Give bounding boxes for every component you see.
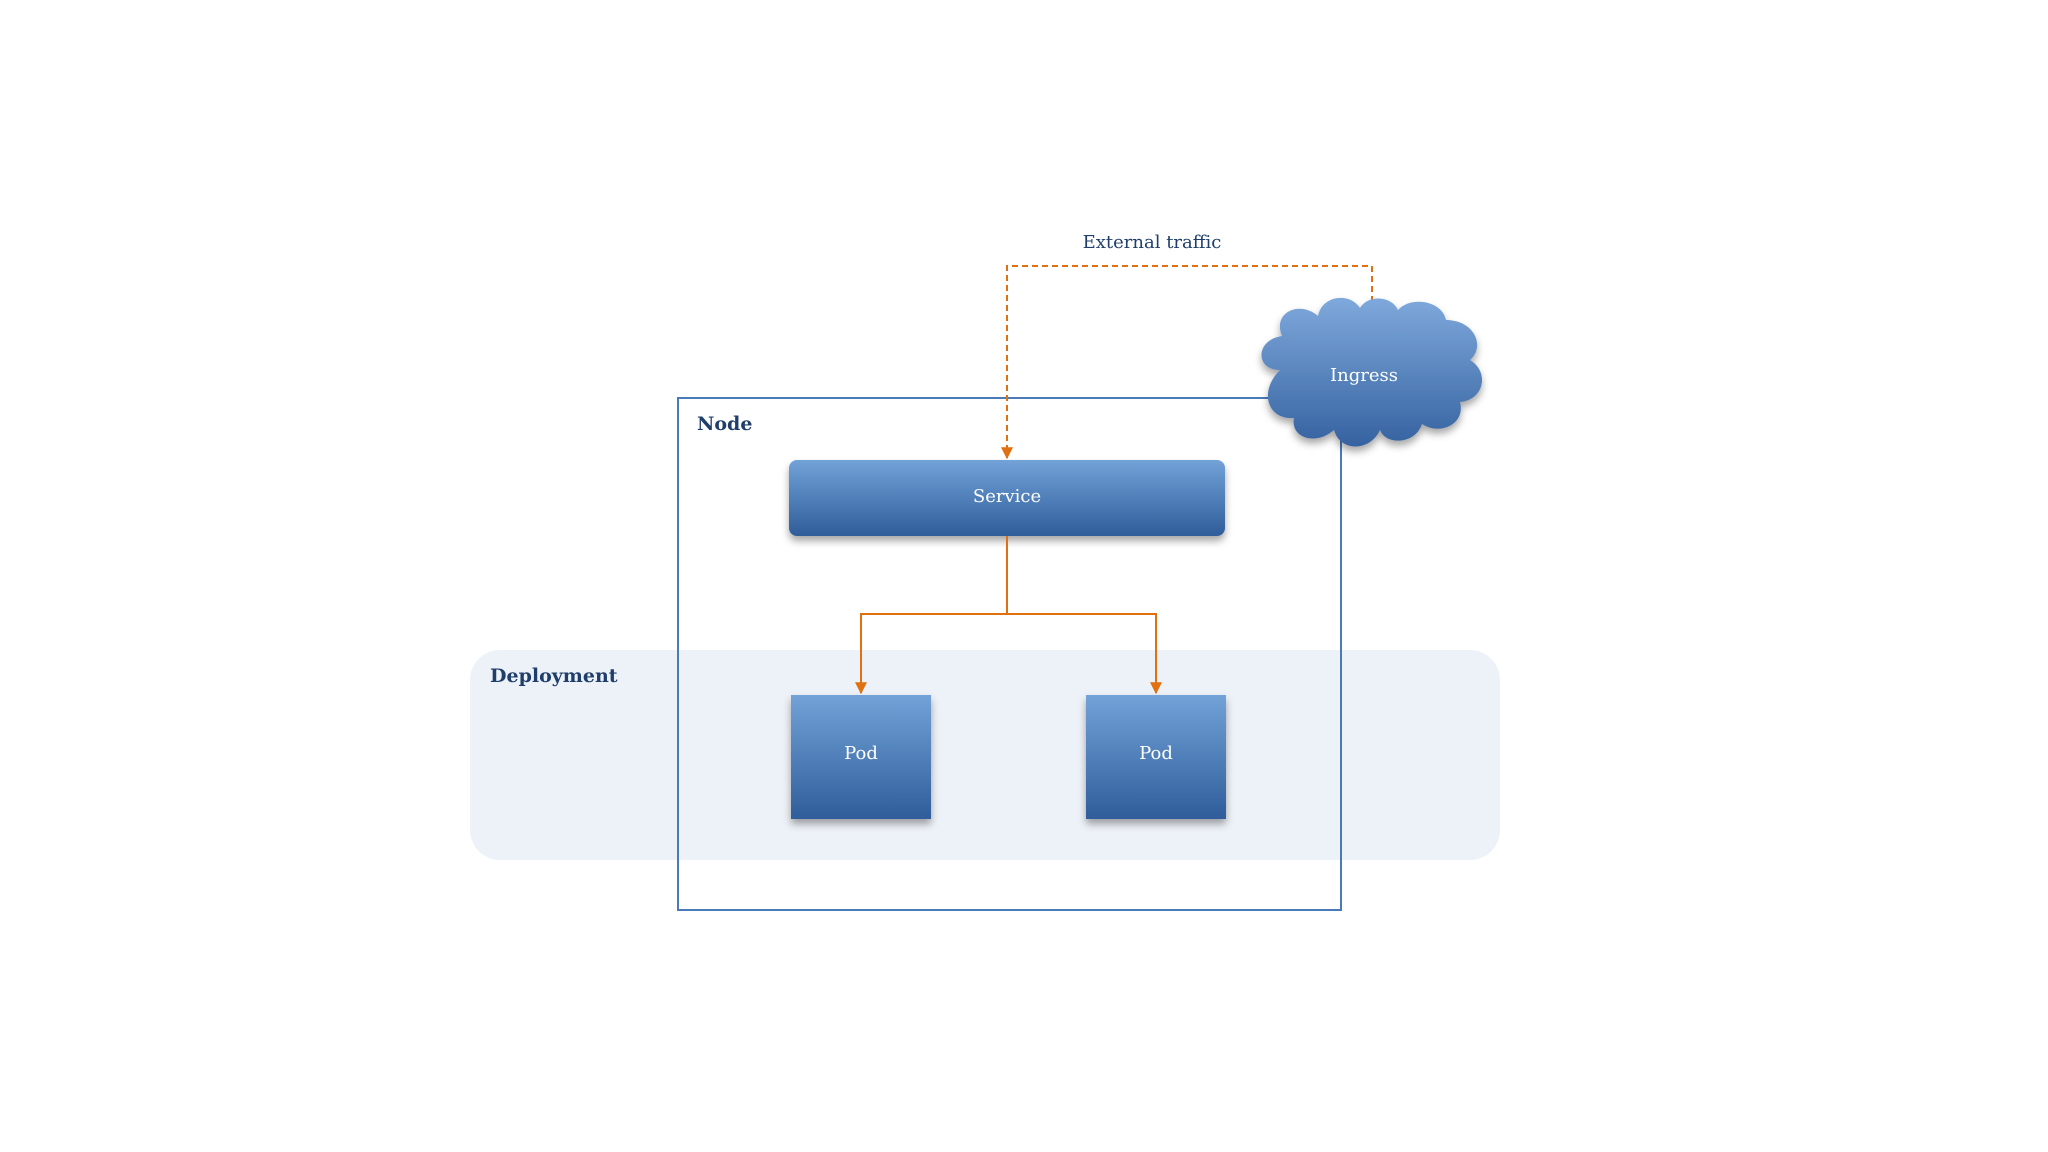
service-box bbox=[789, 460, 1225, 536]
deployment-area bbox=[470, 650, 1500, 860]
pod-box-2 bbox=[1086, 695, 1226, 819]
pod-label-1: Pod bbox=[844, 743, 878, 764]
node-label: Node bbox=[697, 413, 752, 435]
ingress-cloud bbox=[1261, 297, 1483, 447]
service-label: Service bbox=[973, 486, 1041, 507]
external-traffic-arrow bbox=[1001, 265, 1373, 460]
pod-label-2: Pod bbox=[1139, 743, 1173, 764]
deployment-label: Deployment bbox=[490, 665, 618, 687]
external-traffic-label: External traffic bbox=[1083, 232, 1222, 253]
pod-box-1 bbox=[791, 695, 931, 819]
node-boundary bbox=[677, 397, 1342, 911]
service-to-pod-2-arrow bbox=[1007, 613, 1162, 695]
service-to-pod-1-arrow bbox=[855, 613, 1007, 695]
ingress-label: Ingress bbox=[1330, 365, 1398, 386]
